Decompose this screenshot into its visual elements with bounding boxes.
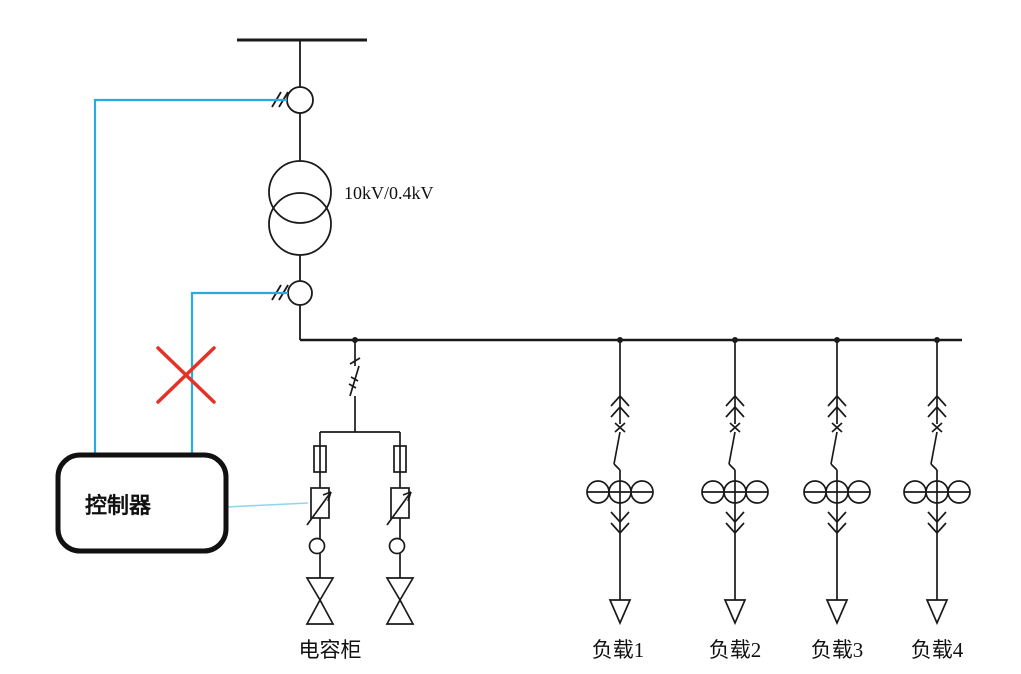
load-3-label: 负载3 xyxy=(811,638,864,662)
capacitor-branch-1 xyxy=(306,431,334,625)
load-feeder-1 xyxy=(586,339,654,624)
fuse-switch-icon xyxy=(349,365,360,397)
transformer-icon xyxy=(268,160,332,224)
controller-sensing-wires xyxy=(93,98,288,456)
fuse-switch-tick xyxy=(348,383,357,389)
load-feeder-3 xyxy=(803,339,871,624)
lv-ct-control-wire xyxy=(190,291,288,456)
load-2-label: 负载2 xyxy=(709,638,762,662)
hv-ct-control-wire xyxy=(93,98,287,456)
load-4-label: 负载4 xyxy=(911,638,964,662)
fuse-switch-tick xyxy=(350,376,359,382)
transformer-icon xyxy=(268,192,332,256)
controller-outline xyxy=(55,452,229,554)
fault-x-icon xyxy=(156,346,216,404)
controller-box: 控制器 xyxy=(55,452,309,554)
lv-busbar xyxy=(300,337,962,343)
load-feeder-4 xyxy=(903,339,971,624)
lv-ct-icon xyxy=(287,280,313,306)
load-feeders xyxy=(586,339,971,624)
diagram-labels: 10kV/0.4kV 电容柜 负载1 负载2 负载3 负载4 xyxy=(299,183,964,662)
controller-label: 控制器 xyxy=(85,493,152,518)
controller-output-wire xyxy=(225,502,309,508)
transformer-label: 10kV/0.4kV xyxy=(344,183,434,203)
hv-ct-icon xyxy=(286,86,314,114)
load-feeder-2 xyxy=(701,339,769,624)
load-1-label: 负载1 xyxy=(592,638,645,662)
capacitor-bank-label: 电容柜 xyxy=(299,638,362,662)
capacitor-feeder xyxy=(306,340,414,625)
capacitor-branch-2 xyxy=(386,431,414,625)
